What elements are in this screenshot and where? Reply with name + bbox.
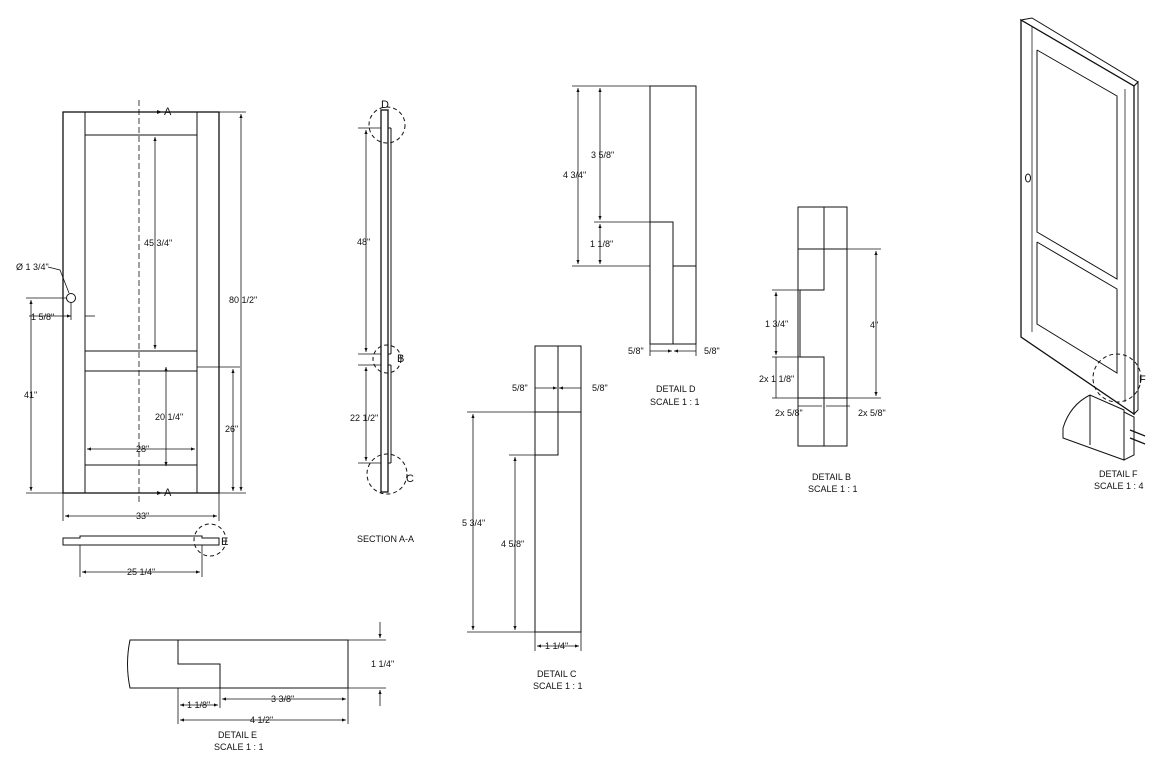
dim-top-panel-height: 45 3/4" (144, 238, 172, 248)
dim-c-right: 5/8" (592, 383, 608, 393)
detail-b-scale: SCALE 1 : 1 (808, 484, 858, 494)
detail-f-scale: SCALE 1 : 4 (1094, 481, 1144, 491)
dim-e-b: 3 3/8" (271, 694, 294, 704)
detail-f-caption: DETAIL F (1099, 469, 1138, 479)
dim-hole-diameter: Ø 1 3/4" (16, 262, 49, 272)
detail-mark-d: D (381, 99, 389, 111)
dim-c-b: 4 5/8" (501, 539, 524, 549)
dim-e-c: 1 1/8" (187, 700, 210, 710)
dim-bottom-height: 26" (225, 424, 238, 434)
detail-d: 3 5/8" 4 3/4" 1 1/8" 5/8" 5/8" DETAIL D … (563, 85, 720, 407)
section-a-a: D B C 48" 22 1/2" SECTION A-A (350, 99, 414, 544)
detail-c-scale: SCALE 1 : 1 (533, 681, 583, 691)
section-mark-top: A (164, 106, 172, 118)
door-elevation: A A Ø 1 3/4" 1 5/8" 41" 45 3/4" 80 1/2" … (16, 100, 257, 521)
door-isometric: F DETAIL F SCALE 1 : 4 (1019, 17, 1146, 491)
detail-e: 1 1/4" 3 3/8" 1 1/8" 4 1/2" DETAIL E SCA… (127, 622, 394, 752)
dim-d-c: 1 1/8" (590, 239, 613, 249)
dim-section-lower: 22 1/2" (350, 413, 378, 423)
detail-d-scale: SCALE 1 : 1 (650, 397, 700, 407)
detail-c-caption: DETAIL C (537, 669, 577, 679)
dim-d-right: 5/8" (704, 346, 720, 356)
dim-plan-width: 25 1/4" (127, 567, 155, 577)
dim-b-b: 2x 1 1/8" (759, 374, 794, 384)
dim-bottom-panel-height: 20 1/4" (155, 412, 183, 422)
detail-mark-e: E (221, 536, 228, 548)
dim-total-height: 80 1/2" (229, 295, 257, 305)
dim-b-a: 1 3/4" (765, 319, 788, 329)
detail-d-caption: DETAIL D (656, 384, 696, 394)
detail-c: 5/8" 5/8" 5 3/4" 4 5/8" 1 1/4" DETAIL C … (462, 345, 608, 691)
dim-c-a: 5 3/4" (462, 518, 485, 528)
detail-b: 1 3/4" 2x 1 1/8" 4" 2x 5/8" 2x 5/8" DETA… (759, 206, 886, 494)
dim-e-a: 1 1/4" (371, 659, 394, 669)
dim-knob-height: 41" (24, 390, 37, 400)
section-mark-bottom: A (164, 487, 172, 499)
detail-mark-b: B (397, 353, 404, 365)
dim-hole-offset: 1 5/8" (31, 312, 54, 322)
detail-mark-c: C (406, 473, 414, 485)
detail-e-caption: DETAIL E (218, 730, 257, 740)
detail-b-caption: DETAIL B (812, 472, 851, 482)
dim-d-left: 5/8" (628, 346, 644, 356)
section-caption: SECTION A-A (357, 534, 414, 544)
dim-total-width: 33" (136, 511, 149, 521)
dim-b-c: 4" (870, 320, 878, 330)
dim-e-d: 4 1/2" (250, 715, 273, 725)
detail-mark-f: F (1139, 374, 1146, 386)
door-plan: E 25 1/4" (62, 523, 228, 577)
dim-d-b: 4 3/4" (563, 170, 586, 180)
dim-b-right: 2x 5/8" (858, 408, 886, 418)
dim-d-a: 3 5/8" (591, 150, 614, 160)
dim-panel-width: 28" (136, 444, 149, 454)
door-knob-hole (66, 293, 76, 303)
dim-c-c: 1 1/4" (545, 641, 568, 651)
dim-section-upper: 48" (357, 237, 370, 247)
dim-b-left: 2x 5/8" (775, 408, 803, 418)
detail-e-scale: SCALE 1 : 1 (214, 742, 264, 752)
door-outline (62, 111, 220, 494)
dim-c-left: 5/8" (512, 383, 528, 393)
